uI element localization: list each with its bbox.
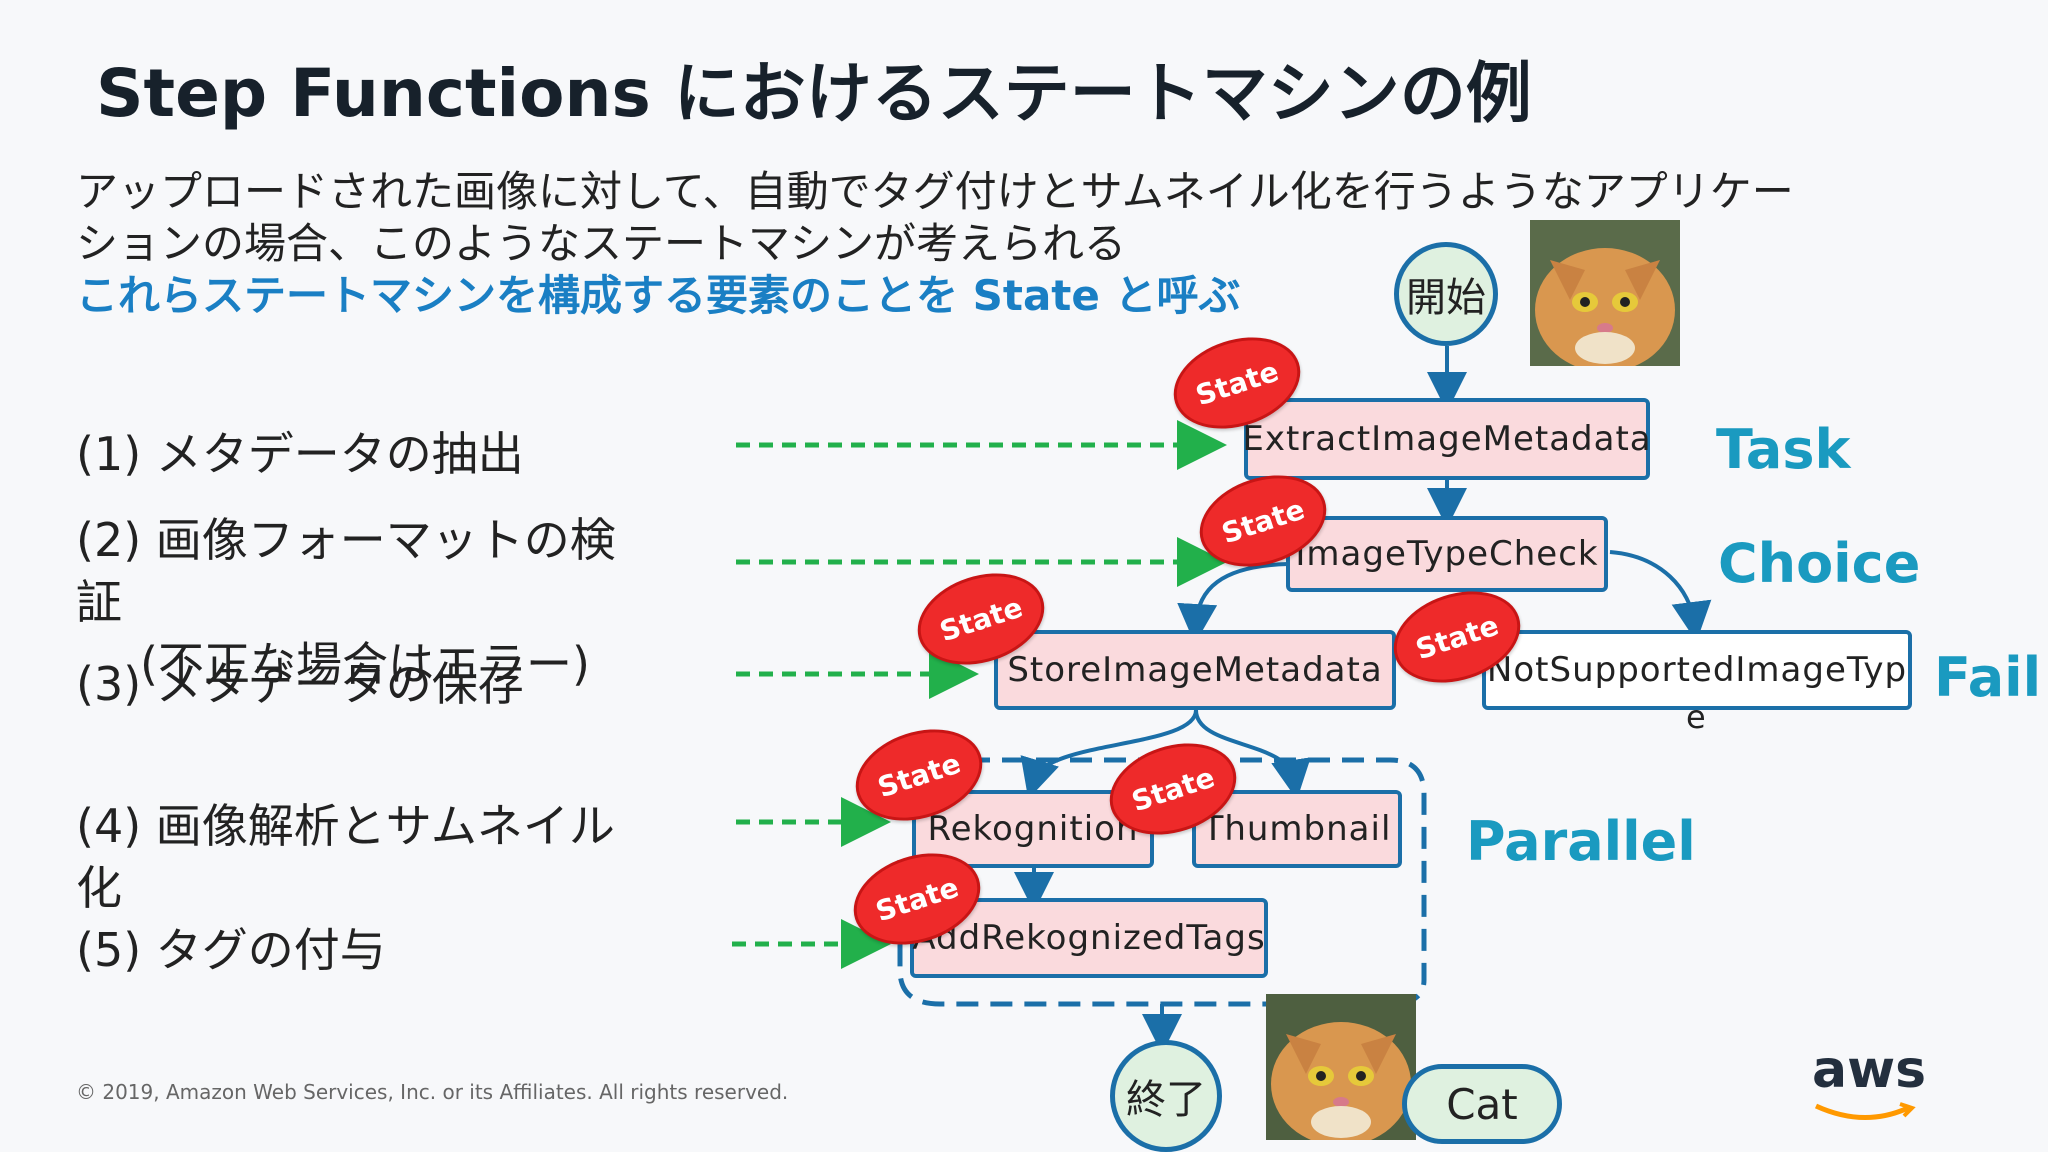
kind-task: Task — [1716, 418, 1851, 481]
intro-line-2: ションの場合、このようなステートマシンが考えられる — [76, 219, 1127, 268]
slide-title: Step Functions におけるステートマシンの例 — [96, 55, 1532, 132]
step-4-line-2: 化 — [76, 861, 122, 915]
aws-smile-icon — [1814, 1102, 1916, 1120]
cat-photo-output — [1266, 994, 1416, 1140]
end-node: 終了 — [1110, 1040, 1222, 1152]
aws-logo: aws — [1812, 1040, 1926, 1120]
result-label: Cat — [1402, 1064, 1562, 1144]
node-image-type-check: ImageTypeCheck — [1286, 516, 1608, 592]
step-3: (3) メタデータの保存 — [76, 657, 524, 711]
step-2-line-2: 証 — [76, 575, 122, 629]
start-node: 開始 — [1394, 242, 1498, 346]
step-2-line-1: (2) 画像フォーマットの検 — [76, 513, 616, 567]
node-extract-image-metadata: ExtractImageMetadata — [1242, 398, 1651, 480]
kind-fail: Fail — [1934, 646, 2042, 709]
intro-line-1: アップロードされた画像に対して、自動でタグ付けとサムネイル化を行うようなアプリケ… — [76, 167, 1794, 216]
node-not-supported-wrap: e — [1686, 698, 1706, 736]
cat-photo-input — [1530, 220, 1680, 366]
node-store-image-metadata: StoreImageMetadata — [994, 630, 1396, 710]
step-1: (1) メタデータの抽出 — [76, 427, 524, 481]
kind-choice: Choice — [1718, 532, 1921, 595]
step-5: (5) タグの付与 — [76, 923, 386, 977]
intro-highlight: これらステートマシンを構成する要素のことを State と呼ぶ — [76, 271, 1241, 320]
step-4-line-1: (4) 画像解析とサムネイル — [76, 799, 615, 853]
kind-parallel: Parallel — [1466, 810, 1696, 873]
step-2-note: (不正な場合はエラー) — [140, 637, 590, 691]
copyright: © 2019, Amazon Web Services, Inc. or its… — [76, 1080, 789, 1104]
node-not-supported-image-type: NotSupportedImageTyp — [1482, 630, 1912, 710]
node-thumbnail: Thumbnail — [1192, 790, 1402, 868]
